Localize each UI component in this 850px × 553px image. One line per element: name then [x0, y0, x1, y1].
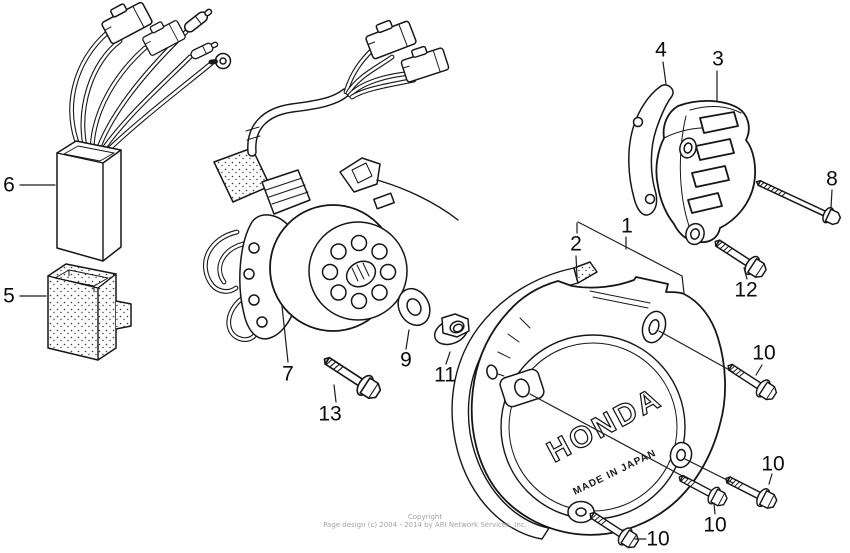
- part-callout-6-0[interactable]: 6: [3, 173, 15, 197]
- part-callout-4-6[interactable]: 4: [655, 38, 667, 62]
- part-callout-5-1[interactable]: 5: [3, 284, 15, 308]
- stator-connector-icon: [361, 13, 451, 84]
- part-callout-1-10[interactable]: 1: [621, 214, 633, 238]
- leader-lines: [19, 61, 833, 540]
- washer-drawing: [397, 287, 431, 327]
- part-callout-12-9[interactable]: 12: [734, 278, 758, 302]
- part-callout-11-4[interactable]: 11: [434, 363, 456, 387]
- part-callout-9-3[interactable]: 9: [400, 348, 412, 372]
- crankcase-cover-drawing: HONDA MADE IN JAPAN: [470, 276, 726, 536]
- part-callout-7-2[interactable]: 7: [282, 362, 294, 386]
- part-callout-10-13[interactable]: 10: [761, 452, 785, 476]
- flange-nut-drawing: [433, 313, 470, 346]
- guard-plate-drawing: [628, 84, 674, 216]
- sprocket-guard-drawing: [655, 100, 757, 246]
- bolt-8-drawing: [755, 180, 842, 226]
- bolt-12-drawing: [709, 232, 771, 283]
- part-callout-8-8[interactable]: 8: [826, 167, 838, 191]
- part-callout-3-7[interactable]: 3: [712, 47, 724, 71]
- ring-terminal-icon: [208, 52, 232, 70]
- bullet-terminal-icon: [181, 5, 221, 61]
- cdi-unit-drawing: [56, 0, 232, 262]
- watermark: Copyright Page design (c) 2004 - 2014 by…: [275, 513, 575, 529]
- part-callout-10-15[interactable]: 10: [646, 527, 670, 551]
- guard-slot-icon: [687, 111, 739, 214]
- flywheel-drawing: [269, 204, 408, 332]
- bolt-13-drawing: [317, 348, 385, 404]
- part-callout-13-5[interactable]: 13: [318, 402, 342, 426]
- part-callout-10-14[interactable]: 10: [703, 513, 727, 537]
- watermark-line1: Copyright: [407, 513, 443, 521]
- part-callout-2-11[interactable]: 2: [570, 232, 582, 256]
- rubber-case-drawing: [47, 263, 132, 361]
- part-callout-10-12[interactable]: 10: [752, 341, 776, 365]
- watermark-line2: Page design (c) 2004 - 2014 by ARI Netwo…: [323, 521, 527, 529]
